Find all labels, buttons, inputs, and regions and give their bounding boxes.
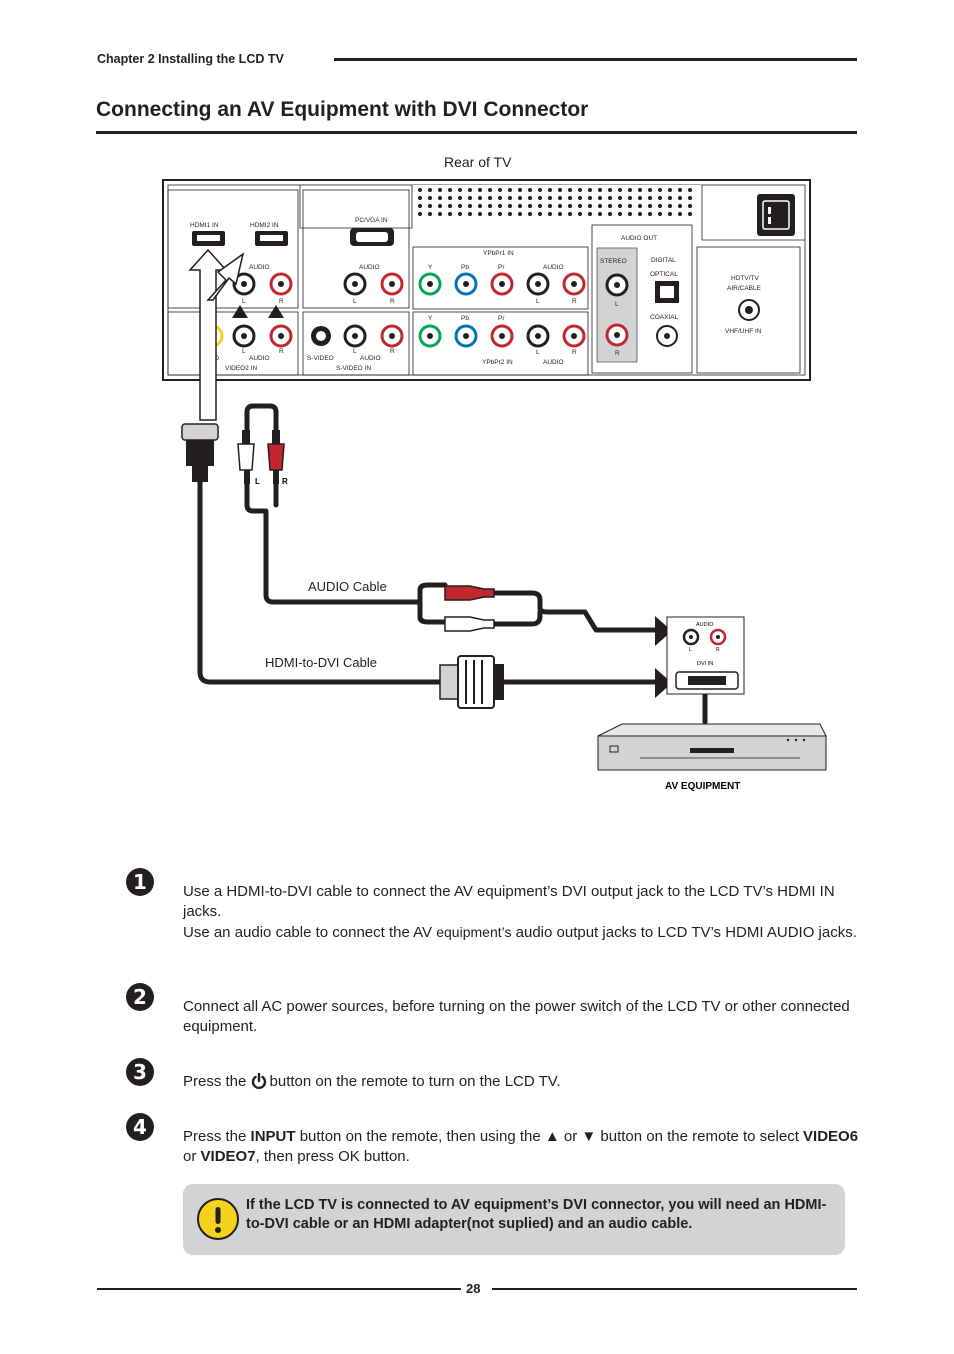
svg-text:COAXIAL: COAXIAL bbox=[650, 314, 679, 321]
svg-text:DIGITAL: DIGITAL bbox=[651, 257, 676, 264]
svg-text:AUDIO: AUDIO bbox=[696, 622, 714, 628]
svg-text:R: R bbox=[279, 348, 284, 355]
audio-cable-plugs bbox=[444, 585, 495, 632]
svg-text:R: R bbox=[615, 350, 620, 357]
hdmi-audio-jacks bbox=[232, 272, 293, 296]
step-2-text: Connect all AC power sources, before tur… bbox=[183, 998, 850, 1035]
svg-text:L: L bbox=[536, 298, 540, 305]
svg-text:AUDIO: AUDIO bbox=[543, 264, 564, 271]
video2-label: VIDEO2 IN bbox=[225, 365, 257, 372]
rca-plug-red bbox=[267, 430, 285, 484]
svg-text:L: L bbox=[242, 348, 246, 355]
svg-text:L: L bbox=[615, 301, 619, 308]
av-equipment-device bbox=[597, 723, 827, 771]
hdmi1-label: HDMI1 IN bbox=[190, 222, 219, 229]
antenna-port bbox=[738, 299, 760, 321]
svg-text:Pr: Pr bbox=[498, 315, 505, 322]
rear-of-tv-label: Rear of TV bbox=[444, 154, 512, 170]
vent-grille bbox=[299, 185, 805, 241]
pcvga-label: PC/VGA IN bbox=[355, 217, 388, 224]
hdmi-arrows bbox=[188, 248, 245, 421]
svg-text:L: L bbox=[536, 349, 540, 356]
note-box bbox=[183, 1184, 845, 1255]
warning-icon bbox=[197, 1198, 239, 1240]
svg-text:AUDIO: AUDIO bbox=[359, 264, 380, 271]
av-equipment-label: AV EQUIPMENT bbox=[665, 781, 740, 792]
hdmi2-label: HDMI2 IN bbox=[250, 222, 279, 229]
power-icon bbox=[251, 1072, 267, 1095]
svg-text:OPTICAL: OPTICAL bbox=[650, 271, 678, 278]
svg-text:R: R bbox=[716, 647, 720, 653]
svg-text:L: L bbox=[242, 298, 246, 305]
ypbpr1-jacks bbox=[418, 272, 586, 296]
dvi-plug bbox=[439, 655, 504, 709]
svg-text:Y: Y bbox=[428, 264, 433, 271]
note-text: If the LCD TV is connected to AV equipme… bbox=[246, 1197, 827, 1232]
svg-text:Pb: Pb bbox=[461, 315, 469, 322]
ypbpr1-label: YPbPr1 IN bbox=[483, 250, 514, 257]
ypbpr2-label: YPbPr2 IN bbox=[482, 359, 513, 366]
hdmi-dvi-cable-label: HDMI-to-DVI Cable bbox=[265, 655, 377, 670]
audio-arrows bbox=[232, 305, 284, 318]
svideo-jacks bbox=[311, 324, 404, 348]
step-4-number: 4 bbox=[126, 1113, 154, 1141]
cables bbox=[197, 403, 708, 725]
power-socket bbox=[757, 194, 795, 236]
svg-text:AUDIO: AUDIO bbox=[249, 355, 270, 362]
hdmi-audio-label: AUDIO bbox=[249, 264, 270, 271]
svg-text:STEREO: STEREO bbox=[600, 258, 627, 265]
chapter-heading: Chapter 2 Installing the LCD TV bbox=[97, 52, 284, 66]
optical-port bbox=[655, 281, 679, 303]
audio-out-label: AUDIO OUT bbox=[621, 235, 657, 242]
page-number: 28 bbox=[466, 1281, 481, 1296]
hdmi2-port bbox=[255, 231, 288, 246]
svg-text:L: L bbox=[255, 477, 260, 486]
vga-port bbox=[350, 228, 394, 246]
svg-text:HDTV/TV: HDTV/TV bbox=[731, 275, 759, 282]
device-audio-arrow bbox=[655, 616, 672, 646]
svg-text:DVI IN: DVI IN bbox=[697, 661, 713, 667]
step-4-text: Press the INPUT button on the remote, th… bbox=[183, 1128, 859, 1165]
svg-text:AIR/CABLE: AIR/CABLE bbox=[727, 285, 762, 292]
svg-text:L: L bbox=[689, 647, 692, 653]
svg-text:Y: Y bbox=[428, 315, 433, 322]
device-dvi-arrow bbox=[655, 668, 672, 698]
svg-text:VHF/UHF IN: VHF/UHF IN bbox=[725, 328, 762, 335]
hdmi1-port bbox=[192, 231, 225, 246]
footer-rule-right bbox=[492, 1288, 857, 1290]
pc-audio-jacks bbox=[343, 272, 404, 296]
svg-text:L: L bbox=[353, 348, 357, 355]
header-rule bbox=[334, 58, 857, 61]
rca-plug-white bbox=[237, 430, 255, 484]
svg-text:S-VIDEO: S-VIDEO bbox=[307, 355, 334, 362]
step-2-number: 2 bbox=[126, 983, 154, 1011]
step-3-text: Press the button on the remote to turn o… bbox=[183, 1072, 863, 1095]
audio-cable-label: AUDIO Cable bbox=[308, 579, 387, 594]
page-title: Connecting an AV Equipment with DVI Conn… bbox=[96, 98, 589, 121]
title-rule bbox=[96, 131, 857, 134]
ypbpr2-jacks bbox=[418, 324, 586, 348]
footer-rule-left bbox=[97, 1288, 461, 1290]
svg-text:R: R bbox=[390, 298, 395, 305]
step-1-number: 1 bbox=[126, 868, 154, 896]
svg-text:R: R bbox=[279, 298, 284, 305]
svg-text:Pb: Pb bbox=[461, 264, 469, 271]
step-1-line-1: Use a HDMI-to-DVI cable to connect the A… bbox=[183, 883, 835, 920]
step-3-number: 3 bbox=[126, 1058, 154, 1086]
svg-text:R: R bbox=[390, 348, 395, 355]
svg-text:Pr: Pr bbox=[498, 264, 505, 271]
svg-text:R: R bbox=[572, 298, 577, 305]
coaxial-port bbox=[656, 325, 678, 347]
svideo-label: S-VIDEO IN bbox=[336, 365, 371, 372]
step-1-text: Use a HDMI-to-DVI cable to connect the A… bbox=[183, 882, 863, 943]
svg-text:AUDIO: AUDIO bbox=[360, 355, 381, 362]
svg-text:R: R bbox=[282, 477, 288, 486]
audio-out-jacks bbox=[605, 273, 629, 347]
svg-text:AUDIO: AUDIO bbox=[543, 359, 564, 366]
svg-text:L: L bbox=[353, 298, 357, 305]
connection-diagram: HDMI1 IN HDMI2 IN AUDIO L R PC/VGA IN AUD… bbox=[162, 179, 827, 792]
hdmi-plug bbox=[181, 423, 219, 482]
svg-text:R: R bbox=[572, 349, 577, 356]
step-1-line-2: Use an audio cable to connect the AV equ… bbox=[183, 924, 857, 941]
